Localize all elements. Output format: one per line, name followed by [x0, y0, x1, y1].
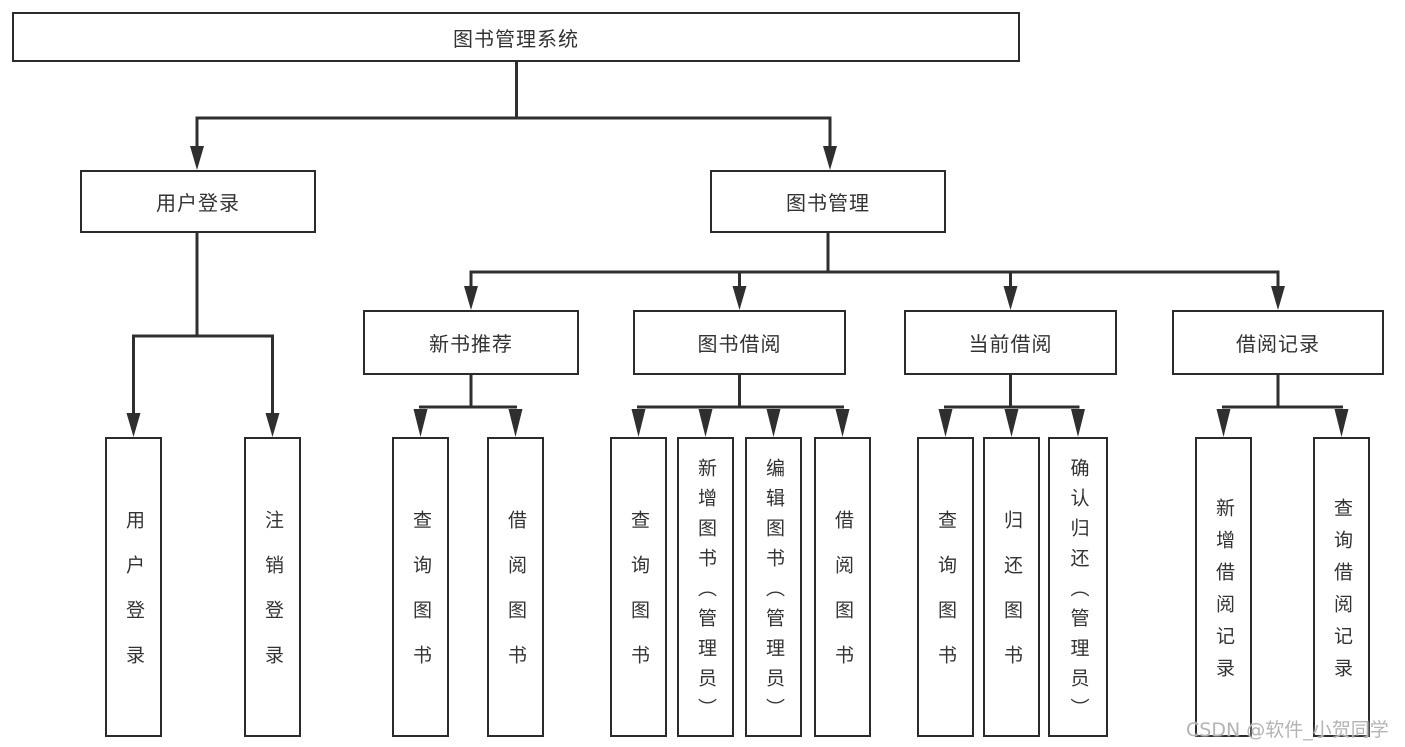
leaf-return-book-label: 归还图书 — [1001, 510, 1023, 690]
arrowhead-leaf-logout — [265, 413, 280, 437]
leaf-query-books-3-label: 查询图书 — [935, 510, 957, 690]
arrowhead-leaf-confirm-return — [1071, 409, 1085, 437]
arrowhead-leaf-query-books-2 — [631, 409, 646, 437]
arrowhead-leaf-query-books-3 — [938, 409, 953, 437]
arrowhead-leaf-user-login — [126, 413, 141, 437]
leaf-add-borrow-record: 新增借阅记录 — [1195, 437, 1252, 737]
leaf-query-borrow-record: 查询借阅记录 — [1313, 437, 1370, 737]
arrowhead-borrow-records — [1271, 286, 1285, 310]
leaf-confirm-return: 确认归还（管理员） — [1048, 437, 1108, 737]
node-new-book-recommend: 新书推荐 — [363, 310, 579, 375]
leaf-query-books-1-label: 查询图书 — [410, 510, 432, 690]
node-user-login: 用户登录 — [80, 170, 316, 233]
arrowhead-leaf-query-record — [1334, 409, 1349, 437]
arrowhead-new-book-recommend — [464, 286, 478, 310]
leaf-edit-book-label: 编辑图书（管理员） — [763, 457, 785, 728]
node-book-management: 图书管理 — [710, 170, 946, 233]
leaf-borrow-books-1: 借阅图书 — [487, 437, 544, 737]
leaf-borrow-books-1-label: 借阅图书 — [505, 510, 527, 690]
leaf-borrow-books-2-label: 借阅图书 — [832, 510, 854, 690]
leaf-logout: 注销登录 — [244, 437, 301, 737]
leaf-user-login-label: 用户登录 — [123, 510, 145, 690]
leaf-confirm-return-label: 确认归还（管理员） — [1067, 457, 1090, 728]
csdn-watermark: CSDN @软件_小贺同学 — [1186, 719, 1389, 741]
leaf-add-book: 新增图书（管理员） — [677, 437, 734, 737]
arrowhead-leaf-borrow-books-2 — [835, 409, 850, 437]
node-book-borrow-label: 图书借阅 — [697, 332, 782, 356]
arrowhead-leaf-query-books-1 — [413, 409, 428, 437]
leaf-add-borrow-record-label: 新增借阅记录 — [1213, 497, 1235, 690]
leaf-edit-book: 编辑图书（管理员） — [745, 437, 802, 737]
leaf-query-books-2-label: 查询图书 — [628, 510, 650, 690]
leaf-logout-label: 注销登录 — [262, 510, 284, 690]
node-root-label: 图书管理系统 — [453, 26, 579, 51]
node-book-management-label: 图书管理 — [786, 191, 870, 215]
leaf-query-books-3: 查询图书 — [917, 437, 974, 737]
arrowhead-user-login — [190, 146, 204, 170]
node-root: 图书管理系统 — [12, 12, 1020, 62]
leaf-query-borrow-record-label: 查询借阅记录 — [1331, 497, 1353, 690]
node-borrow-records-label: 借阅记录 — [1236, 332, 1320, 356]
node-new-book-recommend-label: 新书推荐 — [429, 332, 513, 356]
arrowhead-leaf-add-record — [1216, 409, 1231, 437]
node-current-borrow: 当前借阅 — [904, 310, 1117, 375]
leaf-query-books-2: 查询图书 — [610, 437, 667, 737]
leaf-user-login: 用户登录 — [105, 437, 162, 737]
arrowhead-leaf-edit-book — [766, 409, 781, 437]
arrowhead-leaf-borrow-books-1 — [508, 409, 523, 437]
arrowhead-leaf-return-book — [1004, 409, 1019, 437]
arrowhead-leaf-add-book — [698, 409, 713, 437]
leaf-borrow-books-2: 借阅图书 — [814, 437, 871, 737]
leaf-return-book: 归还图书 — [983, 437, 1040, 737]
node-user-login-label: 用户登录 — [156, 191, 240, 215]
arrowhead-book-borrow — [732, 286, 747, 310]
leaf-add-book-label: 新增图书（管理员） — [695, 457, 717, 728]
node-current-borrow-label: 当前借阅 — [968, 332, 1053, 356]
node-book-borrow: 图书借阅 — [633, 310, 846, 375]
leaf-query-books-1: 查询图书 — [392, 437, 449, 737]
arrowhead-book-management — [823, 146, 837, 170]
node-borrow-records: 借阅记录 — [1172, 310, 1384, 375]
arrowhead-current-borrow — [1003, 286, 1018, 310]
